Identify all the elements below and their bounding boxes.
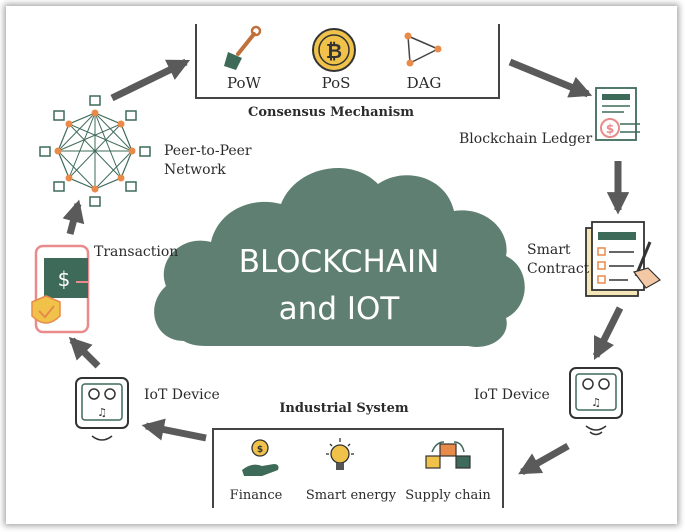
iot-device-right-icon: ♫ (569, 367, 623, 436)
svg-text:₿: ₿ (326, 39, 342, 63)
arrow-contract-to-iot-right (592, 306, 624, 361)
svg-text:♫: ♫ (97, 406, 107, 419)
consensus-mechanism-group: ₿ PoW PoS DAG Consensus Mechanism (195, 24, 500, 120)
industrial-item-smart-energy: Smart energy (306, 488, 397, 503)
arrow-consensus-to-ledger (508, 58, 593, 98)
supply-chain-icon (425, 441, 471, 469)
network-mesh-icon (39, 95, 151, 207)
dag-graph-icon (404, 32, 442, 67)
svg-text:$: $ (58, 267, 71, 291)
consensus-item-dag: DAG (407, 74, 442, 92)
consensus-item-pow: PoW (227, 74, 262, 92)
arrow-transaction-to-p2p (62, 199, 85, 235)
svg-text:♫: ♫ (591, 396, 601, 409)
iot-device-right-label: IoT Device (474, 387, 550, 403)
blockchain-ledger-group: $ Blockchain Ledger (459, 87, 640, 147)
arrow-iot-right-to-industrial (518, 442, 570, 476)
center-cloud: BLOCKCHAIN and IOT (154, 167, 525, 347)
industrial-item-supply-chain: Supply chain (405, 488, 491, 503)
consensus-heading: Consensus Mechanism (248, 105, 414, 120)
consensus-item-pos: PoS (322, 74, 351, 92)
smart-energy-bulb-icon (326, 438, 354, 470)
arrow-p2p-to-consensus (110, 58, 191, 102)
p2p-network-group: Peer-to-Peer Network (39, 95, 252, 207)
smart-contract-group: Smart Contract (527, 221, 661, 297)
shovel-icon (224, 25, 262, 70)
arrow-industrial-to-iot-left (141, 418, 207, 442)
ledger-label: Blockchain Ledger (459, 131, 592, 147)
arrow-iot-left-to-transaction (68, 336, 101, 369)
smart-contract-label-line-2: Contract (527, 261, 590, 277)
industrial-heading: Industrial System (279, 401, 409, 416)
contract-checklist-icon (585, 221, 661, 297)
iot-device-left-label: IoT Device (144, 387, 220, 403)
title-line-1: BLOCKCHAIN (239, 244, 440, 280)
p2p-label-line-2: Network (164, 162, 226, 178)
svg-text:$: $ (606, 122, 614, 136)
iot-device-left-icon: ♫ (75, 377, 129, 441)
bitcoin-coin-icon: ₿ (312, 28, 356, 72)
industrial-system-group: Industrial System $ Finance Smart energy… (212, 401, 504, 508)
flow-arrows (62, 58, 630, 476)
mobile-payment-icon: $ (31, 244, 90, 334)
iot-device-left-group: ♫ IoT Device (75, 377, 220, 441)
blockchain-iot-diagram: BLOCKCHAIN and IOT ₿ PoW PoS DAG Cons (31, 24, 661, 508)
diagram-frame: BLOCKCHAIN and IOT ₿ PoW PoS DAG Cons (6, 6, 677, 524)
ledger-document-icon: $ (595, 87, 640, 141)
svg-text:$: $ (257, 445, 263, 455)
iot-device-right-group: ♫ IoT Device (474, 367, 623, 436)
transaction-label: Transaction (94, 244, 178, 260)
transaction-group: $ Transaction (31, 244, 178, 334)
title-line-2: and IOT (279, 291, 401, 327)
industrial-item-finance: Finance (230, 488, 283, 503)
finance-hand-coin-icon: $ (242, 439, 279, 476)
p2p-label-line-1: Peer-to-Peer (164, 143, 252, 159)
smart-contract-label-line-1: Smart (527, 242, 571, 258)
